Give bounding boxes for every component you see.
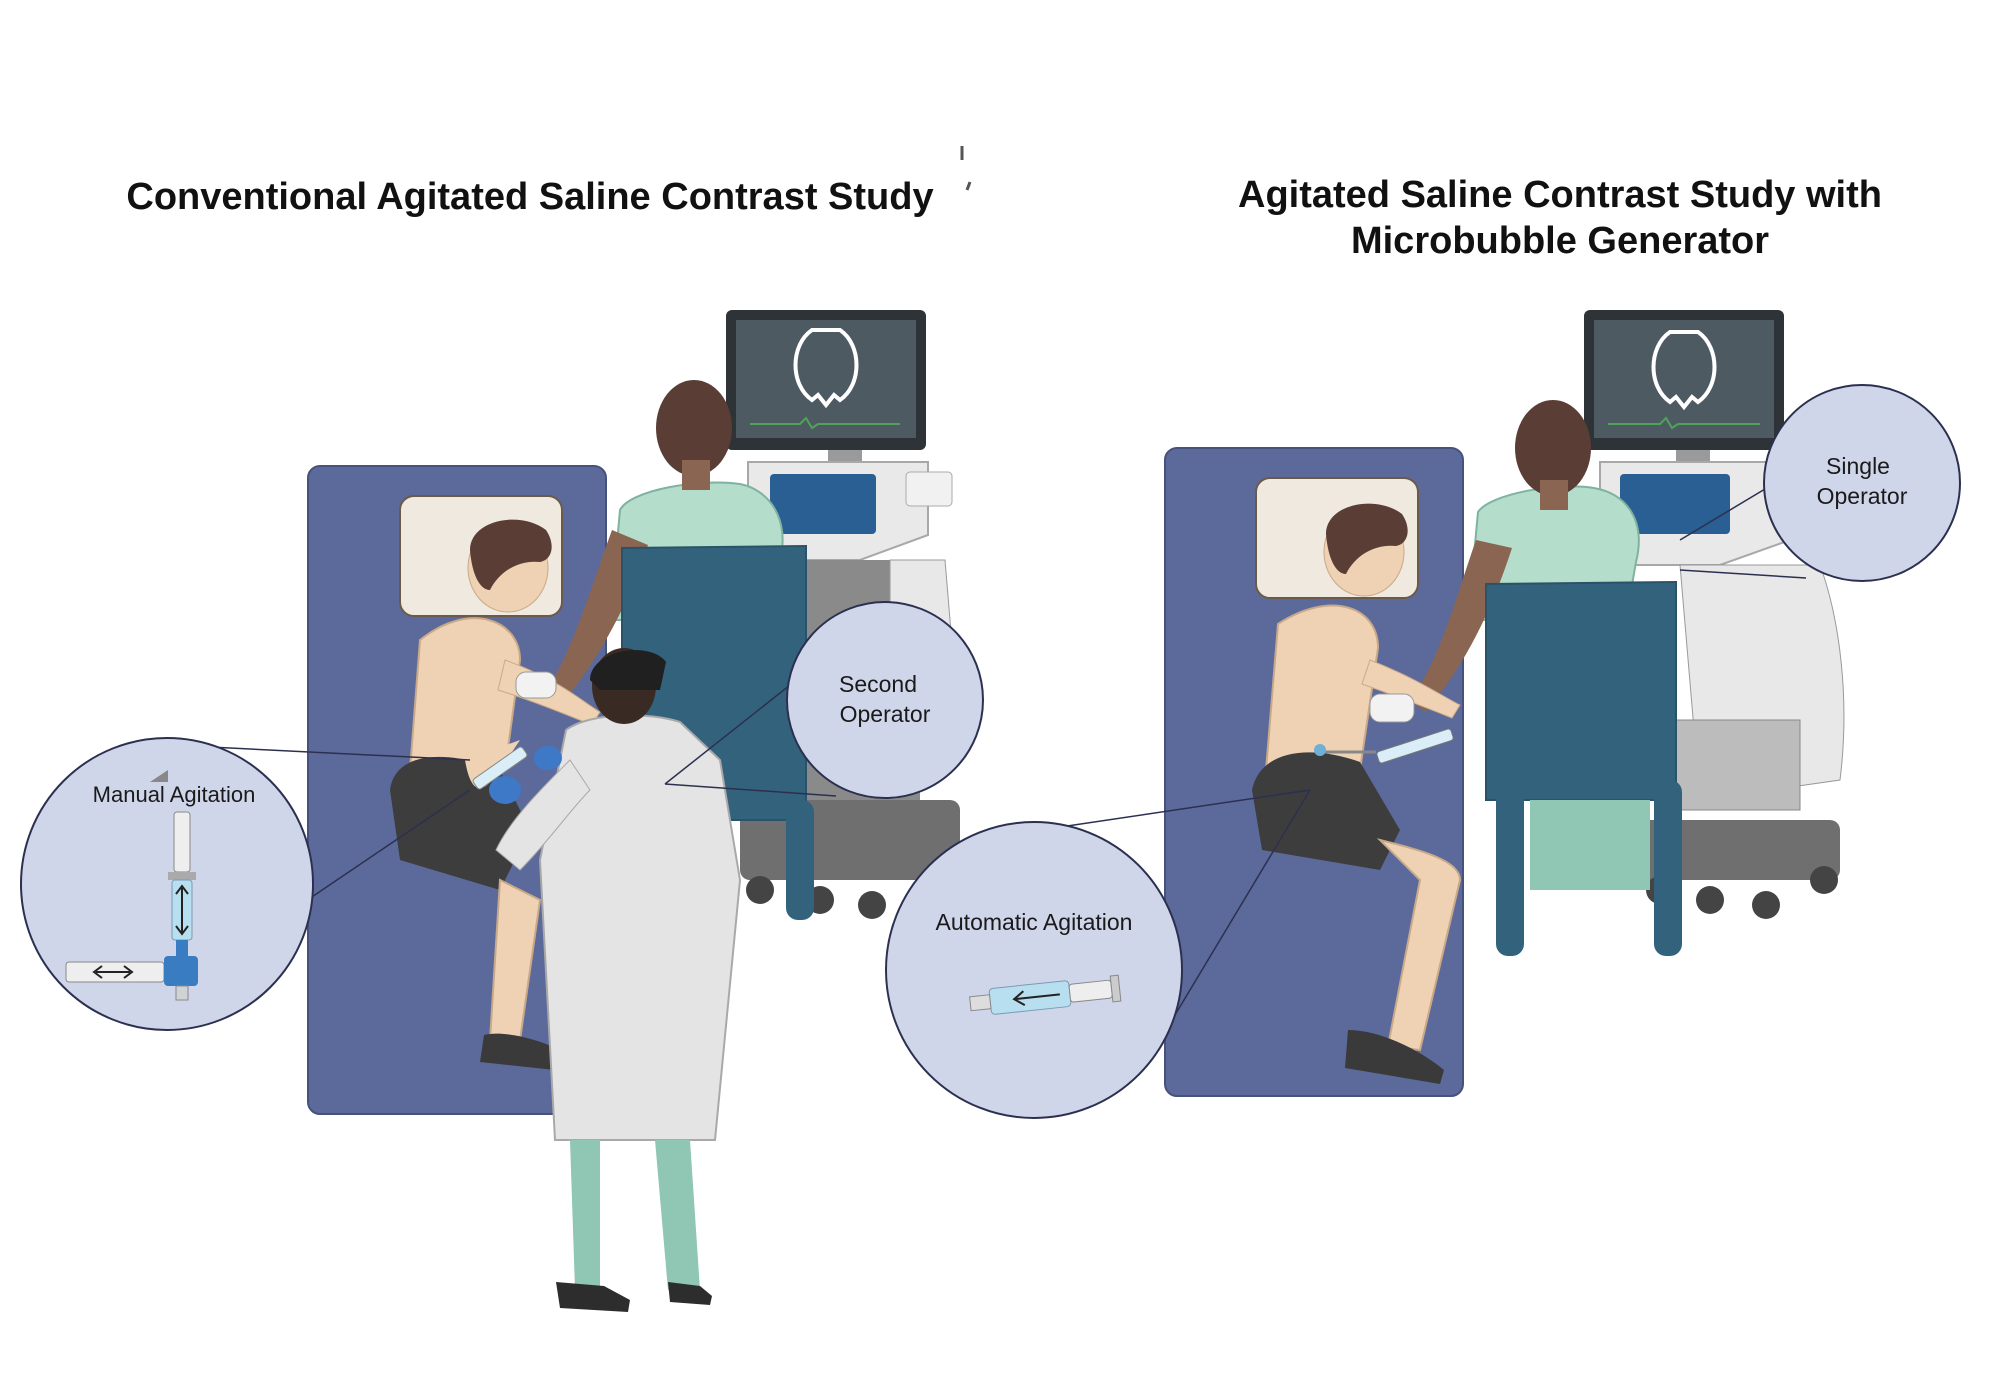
left-patient xyxy=(390,519,601,1070)
right-microbubble-generator xyxy=(1314,728,1454,764)
callout-second-operator-line1: Second xyxy=(839,671,917,697)
title-microbubble-line1: Agitated Saline Contrast Study with xyxy=(1238,174,1882,216)
automatic-agitation-leader-bottom xyxy=(1165,789,1311,1031)
title-microbubble-line2: Microbubble Generator xyxy=(1350,220,1770,262)
callout-second-operator-line2: Operator xyxy=(840,701,931,727)
right-patient xyxy=(1252,503,1462,1084)
callout-manual-agitation: Manual Agitation xyxy=(20,737,314,1031)
right-scene: Automatic Agitation Single Operator xyxy=(885,310,1961,1119)
callout-automatic-agitation: Automatic Agitation xyxy=(885,821,1183,1119)
right-monitor-screen xyxy=(1594,320,1774,438)
callout-single-operator-line1: Single xyxy=(1826,453,1890,479)
left-ultrasound-probe xyxy=(515,671,557,699)
callout-automatic-agitation-label: Automatic Agitation xyxy=(936,909,1133,935)
callout-single-operator-line2: Operator xyxy=(1817,483,1908,509)
left-doctor xyxy=(489,648,742,1312)
callout-second-operator: Second Operator xyxy=(786,601,984,799)
title-microbubble-study: Agitated Saline Contrast Study with Micr… xyxy=(1180,172,1940,264)
left-scene: Manual Agitation Second Operator xyxy=(20,310,984,1312)
stray-tick-marks xyxy=(960,146,972,191)
left-syringe xyxy=(472,746,528,790)
callout-manual-agitation-label: Manual Agitation xyxy=(93,782,256,807)
manual-agitation-leader-bottom xyxy=(299,789,471,906)
single-operator-leader-bottom xyxy=(1679,569,1807,579)
callout-single-operator: Single Operator xyxy=(1763,384,1961,582)
title-conventional-study: Conventional Agitated Saline Contrast St… xyxy=(126,176,934,218)
right-chair xyxy=(1485,580,1682,956)
left-monitor-screen xyxy=(736,320,916,438)
automatic-syringe-icon xyxy=(969,974,1122,1015)
second-operator-leader-bottom xyxy=(664,783,837,797)
right-ultrasound-probe xyxy=(1369,693,1415,723)
